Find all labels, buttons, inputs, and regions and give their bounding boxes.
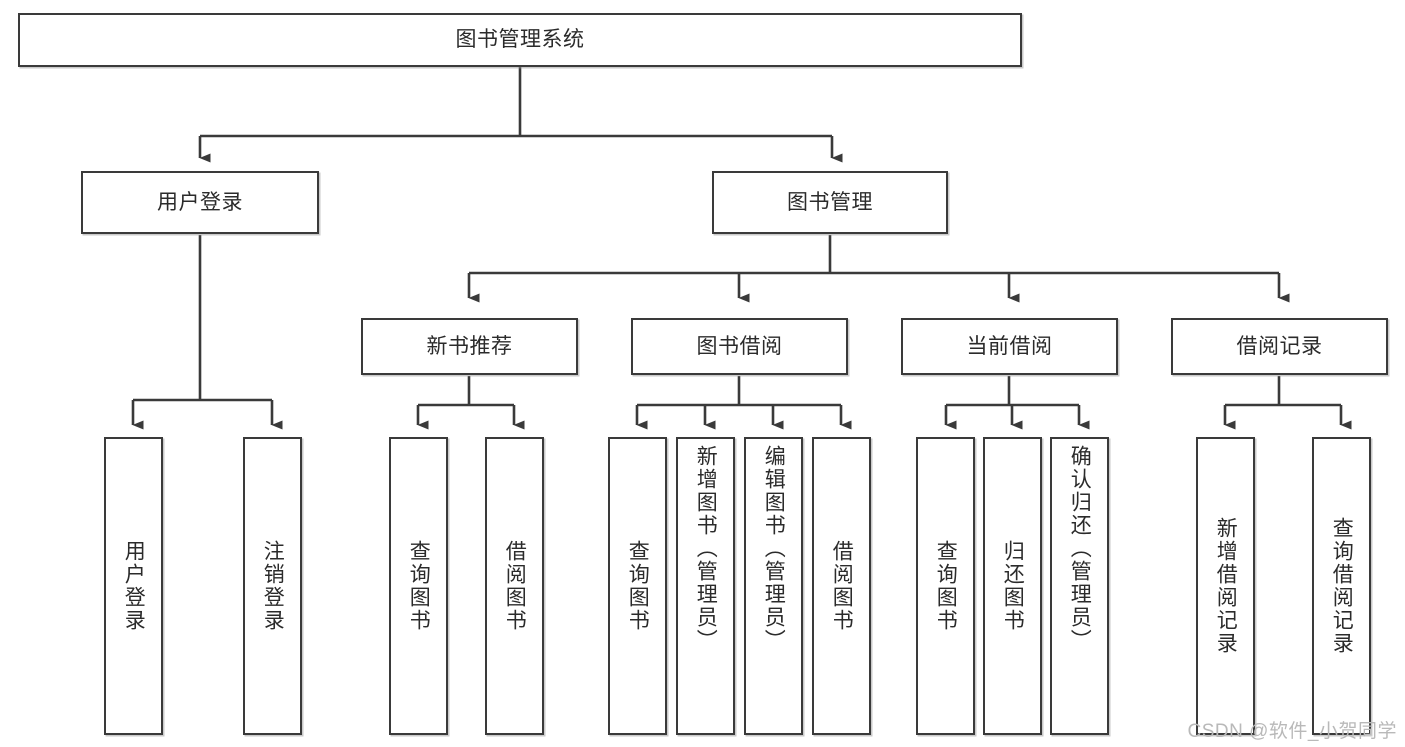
- node-label: 查询借阅记录: [1330, 517, 1354, 655]
- node-root-system[interactable]: 图书管理系统: [18, 13, 1022, 67]
- node-user-login[interactable]: 用户登录: [81, 171, 319, 234]
- leaf-query-book-3[interactable]: 查询图书: [916, 437, 975, 735]
- node-label: 新书推荐: [426, 334, 513, 358]
- node-label: 用户登录: [157, 190, 243, 214]
- node-label: 查询图书: [407, 540, 431, 632]
- leaf-add-record[interactable]: 新增借阅记录: [1196, 437, 1255, 735]
- node-label: 新增图书（管理员）: [694, 445, 718, 652]
- leaf-query-record[interactable]: 查询借阅记录: [1312, 437, 1371, 735]
- node-label: 查询图书: [626, 540, 650, 632]
- node-new-book-recommend[interactable]: 新书推荐: [361, 318, 578, 375]
- node-borrow-record[interactable]: 借阅记录: [1171, 318, 1388, 375]
- node-book-manage[interactable]: 图书管理: [712, 171, 948, 234]
- leaf-query-book-2[interactable]: 查询图书: [608, 437, 667, 735]
- leaf-borrow-book-2[interactable]: 借阅图书: [812, 437, 871, 735]
- node-label: 用户登录: [122, 540, 146, 632]
- node-label: 借阅图书: [503, 540, 527, 632]
- node-label: 图书借阅: [696, 334, 783, 358]
- node-label: 当前借阅: [966, 334, 1053, 358]
- node-label: 编辑图书（管理员）: [762, 445, 786, 652]
- leaf-return-book[interactable]: 归还图书: [983, 437, 1042, 735]
- node-label: 注销登录: [261, 540, 285, 632]
- node-label: 图书管理系统: [455, 28, 585, 52]
- leaf-add-book[interactable]: 新增图书（管理员）: [676, 437, 735, 735]
- leaf-edit-book[interactable]: 编辑图书（管理员）: [744, 437, 803, 735]
- node-label: 归还图书: [1001, 540, 1025, 632]
- node-label: 借阅图书: [830, 540, 854, 632]
- leaf-query-book-1[interactable]: 查询图书: [389, 437, 448, 735]
- node-label: 确认归还（管理员）: [1068, 445, 1092, 652]
- leaf-logout-login[interactable]: 注销登录: [243, 437, 302, 735]
- node-current-borrow[interactable]: 当前借阅: [901, 318, 1118, 375]
- node-book-borrow[interactable]: 图书借阅: [631, 318, 848, 375]
- node-label: 新增借阅记录: [1214, 517, 1238, 655]
- watermark-text: CSDN @软件_小贺同学: [1187, 721, 1397, 742]
- leaf-user-login[interactable]: 用户登录: [104, 437, 163, 735]
- node-label: 图书管理: [787, 190, 873, 214]
- node-label: 借阅记录: [1236, 334, 1323, 358]
- node-label: 查询图书: [934, 540, 958, 632]
- leaf-borrow-book-1[interactable]: 借阅图书: [485, 437, 544, 735]
- leaf-confirm-return[interactable]: 确认归还（管理员）: [1050, 437, 1109, 735]
